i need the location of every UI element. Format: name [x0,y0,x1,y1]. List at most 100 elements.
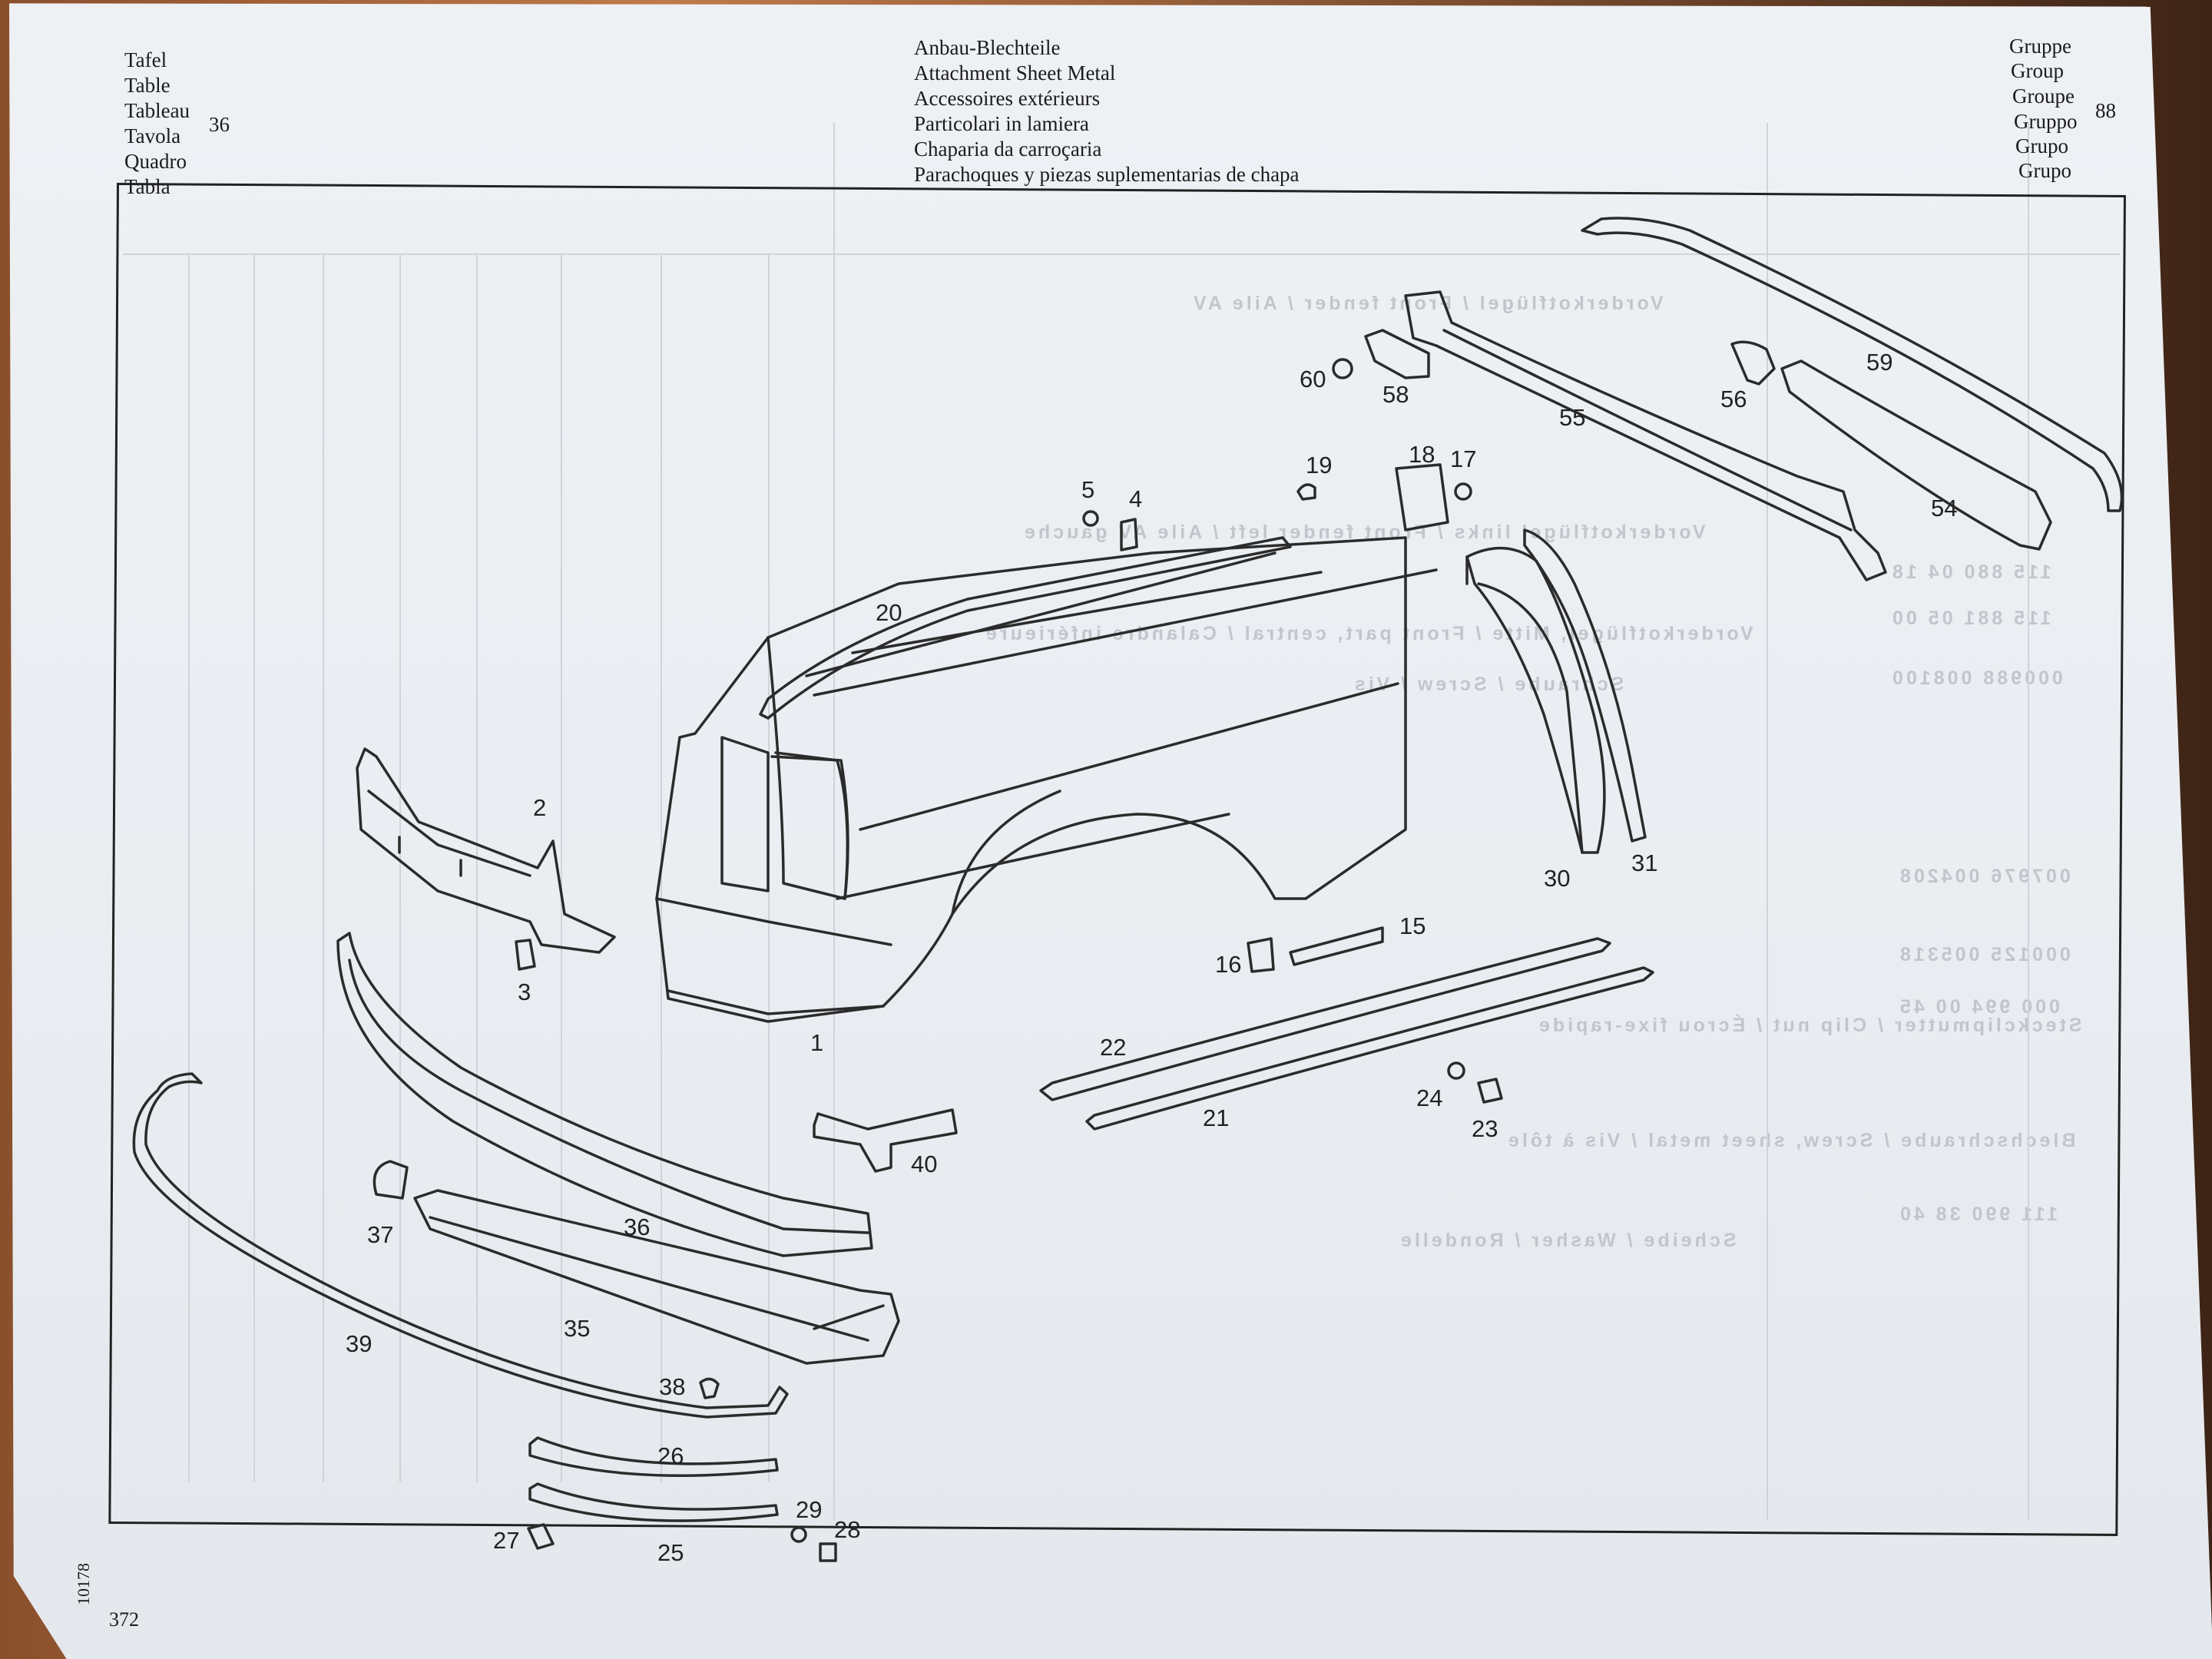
bleed-grid-line [561,253,562,1482]
washer-part-60 [1332,358,1353,379]
catalog-page [9,3,2212,1659]
bleed-grid-line [1767,123,1768,1521]
callout-40: 40 [911,1151,938,1177]
strip-part-26 [528,1436,779,1477]
callout-36: 36 [624,1214,651,1240]
page-number: 372 [109,1608,139,1631]
header-label-fr: Tableau [124,99,190,122]
callout-24: 24 [1416,1084,1443,1111]
title-line-fr: Accessoires extérieurs [914,87,1101,110]
callout-15: 15 [1399,912,1426,939]
clip-part-28 [819,1542,837,1562]
title-line-de: Anbau-Blechteile [914,36,1061,59]
support-rail-part-55 [1404,290,1887,581]
callout-60: 60 [1300,366,1326,392]
headlamp-panel-part [356,747,616,954]
callout-2: 2 [533,794,547,821]
bleed-grid-line [253,253,255,1482]
callout-59: 59 [1866,349,1893,376]
header-label-de: Tafel [124,48,167,71]
strip-part-15 [1289,926,1384,966]
callout-29: 29 [796,1496,823,1523]
washer-part-24 [1447,1061,1465,1080]
title-line-en: Attachment Sheet Metal [914,61,1116,84]
bumper-lower-part [413,1189,900,1365]
bumper-blade-part [336,932,873,1257]
bleed-grid-line [188,253,190,1482]
clip-part-16 [1247,937,1275,973]
callout-23: 23 [1472,1115,1498,1142]
bleed-grid-line [2028,123,2029,1521]
title-line-it: Particolari in lamiera [914,112,1089,135]
callout-25: 25 [657,1539,684,1566]
callout-37: 37 [367,1221,394,1248]
callout-56: 56 [1720,386,1747,412]
bleed-grid-line [323,253,324,1482]
callout-22: 22 [1100,1034,1127,1061]
clip-part-27 [527,1523,555,1550]
callout-4: 4 [1129,485,1143,512]
bracket-part-40 [813,1108,958,1173]
wheel-arch-part-30 [1465,546,1606,854]
front-fender-part [655,536,1407,1023]
strip-part-25 [528,1482,779,1522]
header-label-it: Tavola [124,124,181,147]
callout-26: 26 [657,1442,684,1469]
callout-31: 31 [1631,849,1658,876]
rail-part-54 [1780,359,2052,551]
bleed-grid-line [399,253,401,1482]
group-label-it: Gruppo [2014,110,2078,133]
callout-58: 58 [1382,381,1409,408]
plate-part-18 [1395,463,1449,531]
callout-18: 18 [1409,441,1435,468]
trim-strip-part-59 [1581,217,2124,512]
callout-35: 35 [564,1315,591,1342]
callout-19: 19 [1306,452,1333,478]
document-number: 10178 [74,1563,93,1605]
group-label-en: Group [2011,59,2064,82]
title-line-es: Parachoques y piezas suplementarias de c… [914,163,1300,186]
clip-part-3 [515,939,536,971]
fender-trim-strip-part [759,536,1292,720]
callout-28: 28 [834,1516,861,1543]
group-label-pt: Grupo [2015,134,2068,157]
group-label-es: Grupo [2018,159,2071,182]
group-label-de: Gruppe [2009,35,2071,58]
callout-20: 20 [876,599,902,626]
callout-5: 5 [1081,476,1095,503]
clip-part-56 [1730,340,1776,386]
clip-part-23 [1477,1078,1503,1104]
plug-part-38 [699,1377,720,1399]
rocker-trim-part-21 [1085,966,1654,1131]
group-label-fr: Groupe [2012,84,2075,108]
callout-54: 54 [1931,495,1958,522]
washer-part-29 [790,1526,807,1543]
title-line-pt: Chaparia da carroçaria [914,137,1102,161]
washer-part-5 [1082,510,1099,527]
group-number: 88 [2095,99,2116,122]
header-label-pt: Quadro [124,150,187,173]
table-number: 36 [209,113,230,136]
rocker-trim-part-22 [1039,937,1611,1101]
callout-16: 16 [1215,951,1242,978]
bleed-grid-line [476,253,478,1482]
clip-part-4 [1120,518,1138,551]
bracket-part-58 [1364,329,1430,379]
wheel-arch-part-31 [1523,528,1647,843]
callout-39: 39 [346,1330,373,1357]
clip-part-37 [373,1160,409,1200]
header-label-en: Table [124,74,171,97]
plug-part-19 [1296,483,1316,501]
callout-38: 38 [659,1373,686,1400]
bleed-grid-line [123,253,2120,255]
callout-27: 27 [493,1527,520,1554]
callout-3: 3 [518,979,531,1005]
callout-1: 1 [810,1029,824,1056]
callout-30: 30 [1544,865,1571,892]
callout-21: 21 [1203,1104,1230,1131]
bleed-grid-line [833,123,835,1521]
grommet-part-17 [1454,482,1472,501]
header-label-es: Tabla [124,175,171,198]
callout-55: 55 [1559,404,1586,431]
